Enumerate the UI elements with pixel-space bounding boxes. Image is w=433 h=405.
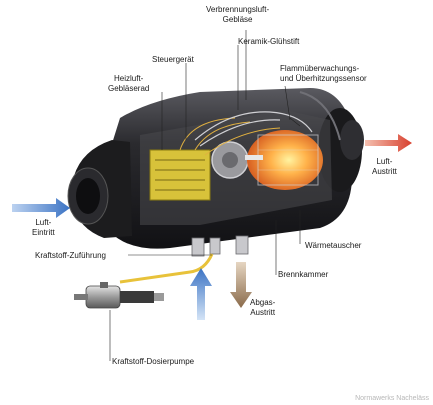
label-air-outlet: Luft- Austritt [372,157,397,176]
label-fuel-supply: Kraftstoff-Zuführung [35,251,106,260]
label-combustion-chamber: Brennkammer [278,270,329,279]
bottom-ports [191,235,249,257]
label-control-unit: Steuergerät [152,55,194,64]
label-fuel-dosing-pump: Kraftstoff-Dosierpumpe [112,357,195,366]
control-unit-pcb [149,149,211,201]
label-ceramic-glow-pin: Keramik-Glühstift [238,37,300,46]
air-inlet-arrow [12,198,70,218]
air-outlet-arrow [365,134,412,152]
combustion-flame [247,130,323,190]
label-combustion-air-blower: Verbrennungsluft- Gebläse [206,5,270,24]
air-intake-funnel [67,140,132,238]
label-flame-sensor: Flammüberwachungs- und Überhitzungssenso… [280,64,367,83]
label-exhaust-outlet: Abgas- Austritt [250,298,276,317]
fuel-intake-arrow [190,268,212,320]
label-heating-air-fan: Heizluft- Gebläserad [108,74,150,93]
watermark: Normawerks Nacheläss [355,395,429,402]
glow-pin [245,155,263,160]
cutaway-interior [140,110,332,225]
fuel-dosing-pump [74,282,164,309]
exhaust-arrow [230,262,252,308]
label-heat-exchanger: Wärmetauscher [305,241,362,250]
fuel-hose [119,253,214,284]
leader-lines [109,30,301,361]
label-air-inlet: Luft- Eintritt [32,218,55,237]
